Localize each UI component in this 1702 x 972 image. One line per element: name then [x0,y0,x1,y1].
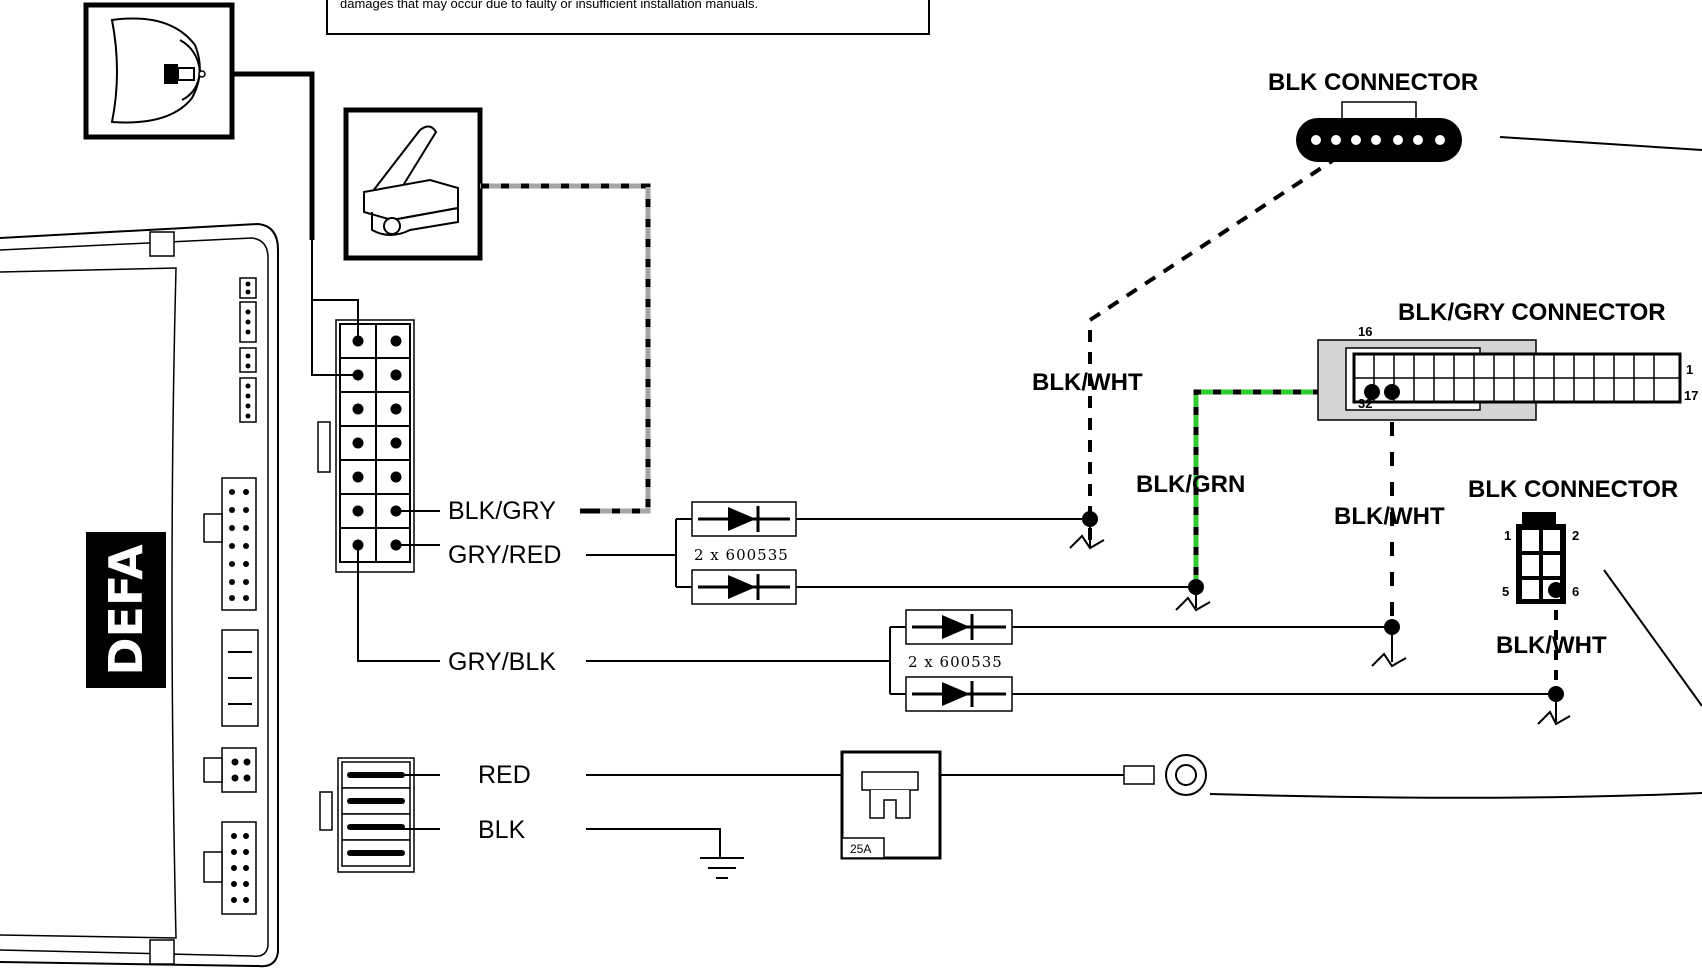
wire-label-blk-gry: BLK/GRY [448,497,556,525]
disclaimer-text: damages that may occur due to faulty or … [340,0,758,11]
blk-connector-right: BLK CONNECTOR 1 2 5 6 [1468,476,1678,604]
pin-r1: 1 [1504,528,1511,543]
wire-label-blk: BLK [478,816,526,844]
blk-connector-top: BLK CONNECTOR [1268,69,1478,162]
diode-pair-1: 2 x 600535 [691,501,797,605]
diode-pair-1-label: 2 x 600535 [694,546,789,564]
fuse-rating: 25A [850,842,871,856]
wires [232,71,1702,858]
chassis-ground-symbol [700,857,744,879]
control-unit: DEFA [0,222,279,968]
wire-labels: BLK/GRY GRY/RED GRY/BLK RED BLK BLK/WHT … [448,369,1607,844]
wire-label-gry-red: GRY/RED [448,541,561,569]
power-connector [319,757,415,873]
pin-r2: 2 [1572,528,1579,543]
wire-label-gry-blk: GRY/BLK [448,648,556,676]
blk-gry-connector-title: BLK/GRY CONNECTOR [1398,299,1666,326]
pin-r5: 5 [1502,584,1509,599]
pin-1: 1 [1686,362,1693,377]
fuse-25a: 25A [840,750,942,860]
junction-dots [1082,511,1564,702]
wire-label-red: RED [478,761,531,789]
blk-connector-right-title: BLK CONNECTOR [1468,476,1678,503]
defa-logo-text: DEFA [99,544,153,676]
wire-label-blk-wht-top: BLK/WHT [1032,369,1143,396]
wire-label-blk-grn: BLK/GRN [1136,471,1245,498]
lever-switch-icon [343,107,483,261]
pin-32: 32 [1358,396,1372,411]
pin-16: 16 [1358,324,1372,339]
disclaimer-note: damages that may occur due to faulty or … [326,0,930,35]
diode-pair-2-label: 2 x 600535 [908,653,1003,671]
blk-connector-top-title: BLK CONNECTOR [1268,69,1478,96]
blk-gry-connector: BLK/GRY CONNECTOR 16 1 17 32 [1317,299,1698,421]
pin-r6: 6 [1572,584,1579,599]
wire-label-blk-wht-right: BLK/WHT [1496,632,1607,659]
pin-17: 17 [1684,388,1698,403]
defa-logo: DEFA [86,532,166,688]
hood-switch-icon [83,2,235,140]
wire-label-blk-wht-mid: BLK/WHT [1334,503,1445,530]
diode-pair-2: 2 x 600535 [905,609,1013,712]
main-14-pin-connector [317,319,415,573]
ring-terminal [1123,754,1207,796]
